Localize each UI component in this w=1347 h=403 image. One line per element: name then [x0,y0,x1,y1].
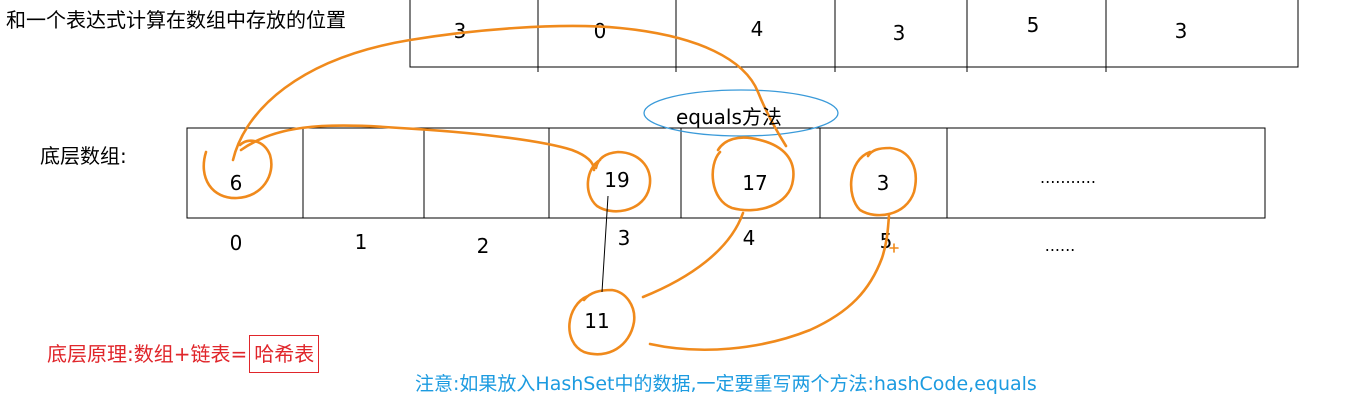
index-label: ...... [1045,236,1076,255]
principle-text: 底层原理:数组+链表=哈希表 [47,335,320,373]
top-row-value: 3 [454,19,467,43]
equals-ellipse [643,89,839,137]
equals-label: equals方法 [676,105,782,129]
circle-node-19 [586,150,652,213]
array-value: 17 [742,171,767,195]
top-row-value: 5 [1027,13,1040,37]
array-label: 底层数组: [40,144,127,168]
array-value: 3 [877,171,890,195]
array-indices: 0 1 2 3 4 5 ...... [230,226,1076,258]
index-label: 2 [477,234,490,258]
hash-table-box: 哈希表 [249,335,320,373]
underlying-array: 6 19 17 3 ........... [186,127,1266,219]
array-frame [186,127,1266,219]
array-value: 6 [230,171,243,195]
curve-6-to-19 [239,124,596,172]
array-value: ........... [1040,168,1096,187]
top-row-frame [409,0,1299,68]
index-label: 4 [743,226,756,250]
principle-prefix: 底层原理:数组+链表= [47,342,248,366]
curve-11-to-3 [648,214,891,351]
circle-node-3 [849,146,917,217]
index-label: 0 [230,231,243,255]
curve-6-to-top [231,24,788,162]
circle-node-17 [711,136,795,212]
orange-annotations [202,24,917,356]
orange-plus-mark [889,243,899,253]
index-label: 1 [355,230,368,254]
curve-11-to-17 [641,211,745,299]
array-value: 19 [604,168,629,192]
top-row-value: 0 [594,19,607,43]
top-row-value: 3 [893,21,906,45]
top-row-value: 4 [751,17,764,41]
diagram-title: 和一个表达式计算在数组中存放的位置 [6,8,346,32]
chain-node-value: 11 [584,309,609,333]
top-row: 3 0 4 3 5 3 [409,0,1299,72]
chain-link-line [601,195,609,293]
note-text: 注意:如果放入HashSet中的数据,一定要重写两个方法:hashCode,eq… [415,373,1037,395]
top-row-value: 3 [1175,19,1188,43]
index-label: 3 [618,226,631,250]
circle-node-11 [568,288,636,356]
